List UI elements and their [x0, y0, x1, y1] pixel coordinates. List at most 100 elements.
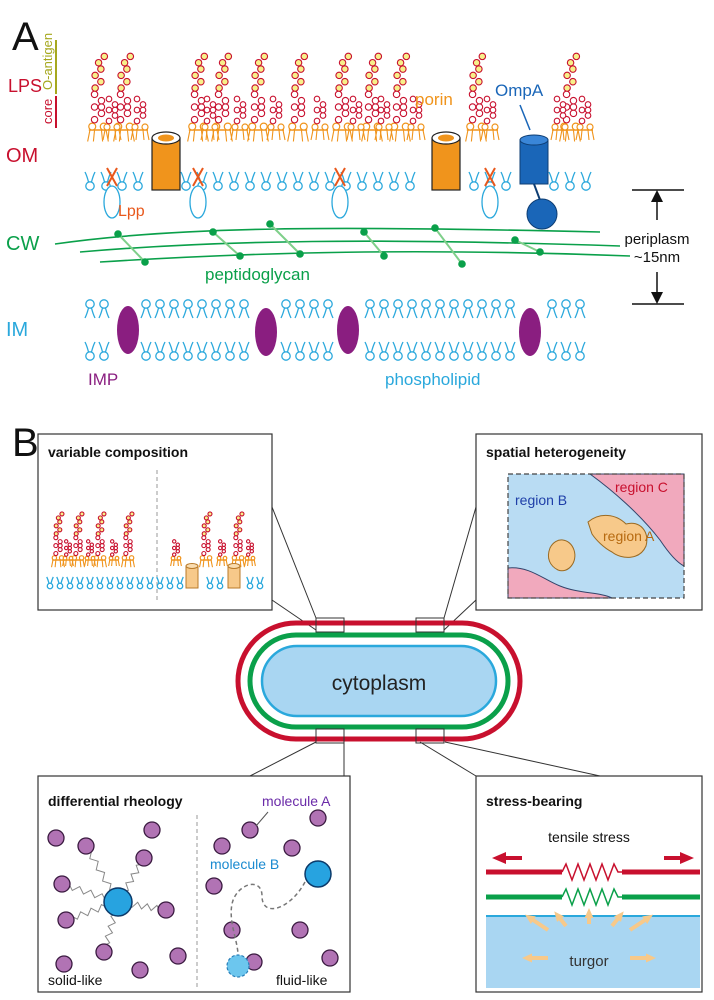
lps-molecule [102, 95, 122, 141]
lps-molecule [50, 511, 66, 568]
molecule-a [283, 839, 301, 857]
im-label: IM [6, 319, 28, 341]
lps-molecule [120, 511, 136, 568]
o-antigen-label: O-antigen [40, 33, 55, 90]
turgor-arrow [628, 914, 653, 932]
molecule-a [205, 877, 223, 895]
phospholipid-molecule [392, 299, 404, 319]
lps-molecule [130, 95, 150, 141]
lps-molecule [287, 52, 309, 142]
phospholipid-molecule [392, 341, 404, 361]
diffusion-path [230, 881, 306, 963]
phospholipid-molecule [196, 299, 208, 319]
differential-rheology-box [37, 775, 351, 993]
crosslink-node [380, 252, 388, 260]
molecule-a-pointer [255, 811, 269, 827]
lpp-lipoprotein [189, 167, 207, 219]
phospholipid-molecule [176, 576, 184, 590]
phospholipid-molecule [116, 171, 128, 191]
molecule-a [157, 901, 175, 919]
crosslink-node [266, 220, 274, 228]
phospholipid-molecule [462, 299, 474, 319]
phospholipid-molecule [420, 341, 432, 361]
phospholipid-molecule [574, 299, 586, 319]
molecule-b-label: molecule B [210, 856, 279, 872]
variable-composition-title: variable composition [48, 444, 188, 460]
crosslink-node [114, 230, 122, 238]
phospholipid-molecule [206, 576, 214, 590]
phospholipid-molecule [324, 171, 336, 191]
spatial-heterogeneity-title: spatial heterogeneity [486, 444, 626, 460]
molecule-a [135, 849, 153, 867]
phospholipid-molecule [294, 299, 306, 319]
phospholipid-molecule [260, 171, 272, 191]
phospholipid-molecule [280, 341, 292, 361]
phospholipid-molecule [490, 299, 502, 319]
molecule-a [77, 837, 95, 855]
lps-molecule [108, 539, 120, 567]
lps-molecule [244, 539, 256, 567]
molecule-a [131, 961, 149, 979]
phospholipid-molecule [196, 341, 208, 361]
peptide-crosslink [269, 223, 301, 255]
porin-channel [227, 563, 241, 589]
phospholipid-molecule [136, 576, 144, 590]
lpp-lipoprotein [481, 167, 499, 219]
lps-label: LPS [8, 76, 42, 96]
molecule-a [143, 821, 161, 839]
phospholipid-molecule [448, 299, 460, 319]
peptide-crosslink [363, 231, 385, 257]
phospholipid-molecule [388, 171, 400, 191]
heterogeneity-map [507, 473, 685, 599]
lps-molecule [113, 52, 135, 142]
phospholipid-molecule [126, 576, 134, 590]
stress-diagram [486, 852, 700, 988]
lps-molecule [550, 95, 570, 141]
molecule-a [309, 809, 327, 827]
phospholipid-molecule [106, 576, 114, 590]
crosslink-node [141, 258, 149, 266]
phospholipid-molecule [560, 341, 572, 361]
phospholipid-molecule [504, 299, 516, 319]
lps-molecule [198, 511, 214, 568]
periplasm-label: periplasm [624, 231, 689, 248]
phospholipid-molecule [462, 341, 474, 361]
lps-molecule [84, 539, 96, 567]
integral-membrane-protein [337, 306, 359, 354]
molecule-a [213, 837, 231, 855]
lps-molecule [230, 95, 250, 141]
cytoplasm-label: cytoplasm [332, 672, 427, 695]
turgor-arrow [610, 911, 624, 928]
phospholipid-molecule [224, 341, 236, 361]
phospholipid-molecule [364, 341, 376, 361]
phospholipid-molecule [246, 576, 254, 590]
phospholipid-molecule [238, 299, 250, 319]
lps-molecule [247, 52, 269, 142]
lpp-layer [103, 167, 499, 219]
phospholipid-molecule [84, 299, 96, 319]
lps-molecule [92, 511, 108, 568]
region-c-label: region C [615, 479, 668, 495]
phospholipid-molecule [140, 299, 152, 319]
phospholipid-molecule [154, 341, 166, 361]
zoom-boxes [315, 617, 445, 744]
solid-like-label: solid-like [48, 972, 103, 988]
zoom-connectors [249, 506, 601, 777]
peptide-crosslink [514, 239, 541, 253]
bacterial-cell [235, 620, 523, 742]
glycan-strand [54, 227, 601, 245]
phospholipid-molecule [364, 299, 376, 319]
lps-molecule [406, 95, 426, 141]
phospholipid-molecule [434, 299, 446, 319]
phospholipid-molecule [548, 171, 560, 191]
peptide-crosslink [212, 231, 241, 257]
phospholipid-molecule [96, 576, 104, 590]
ompa-protein [519, 134, 558, 230]
om-label: OM [6, 145, 38, 167]
phospholipid-molecule [574, 341, 586, 361]
peptide-crosslink [434, 227, 463, 265]
lps-molecule [200, 95, 220, 141]
phospholipid-molecule [182, 341, 194, 361]
phospholipid-molecule [322, 299, 334, 319]
phospholipid-molecule [434, 341, 446, 361]
